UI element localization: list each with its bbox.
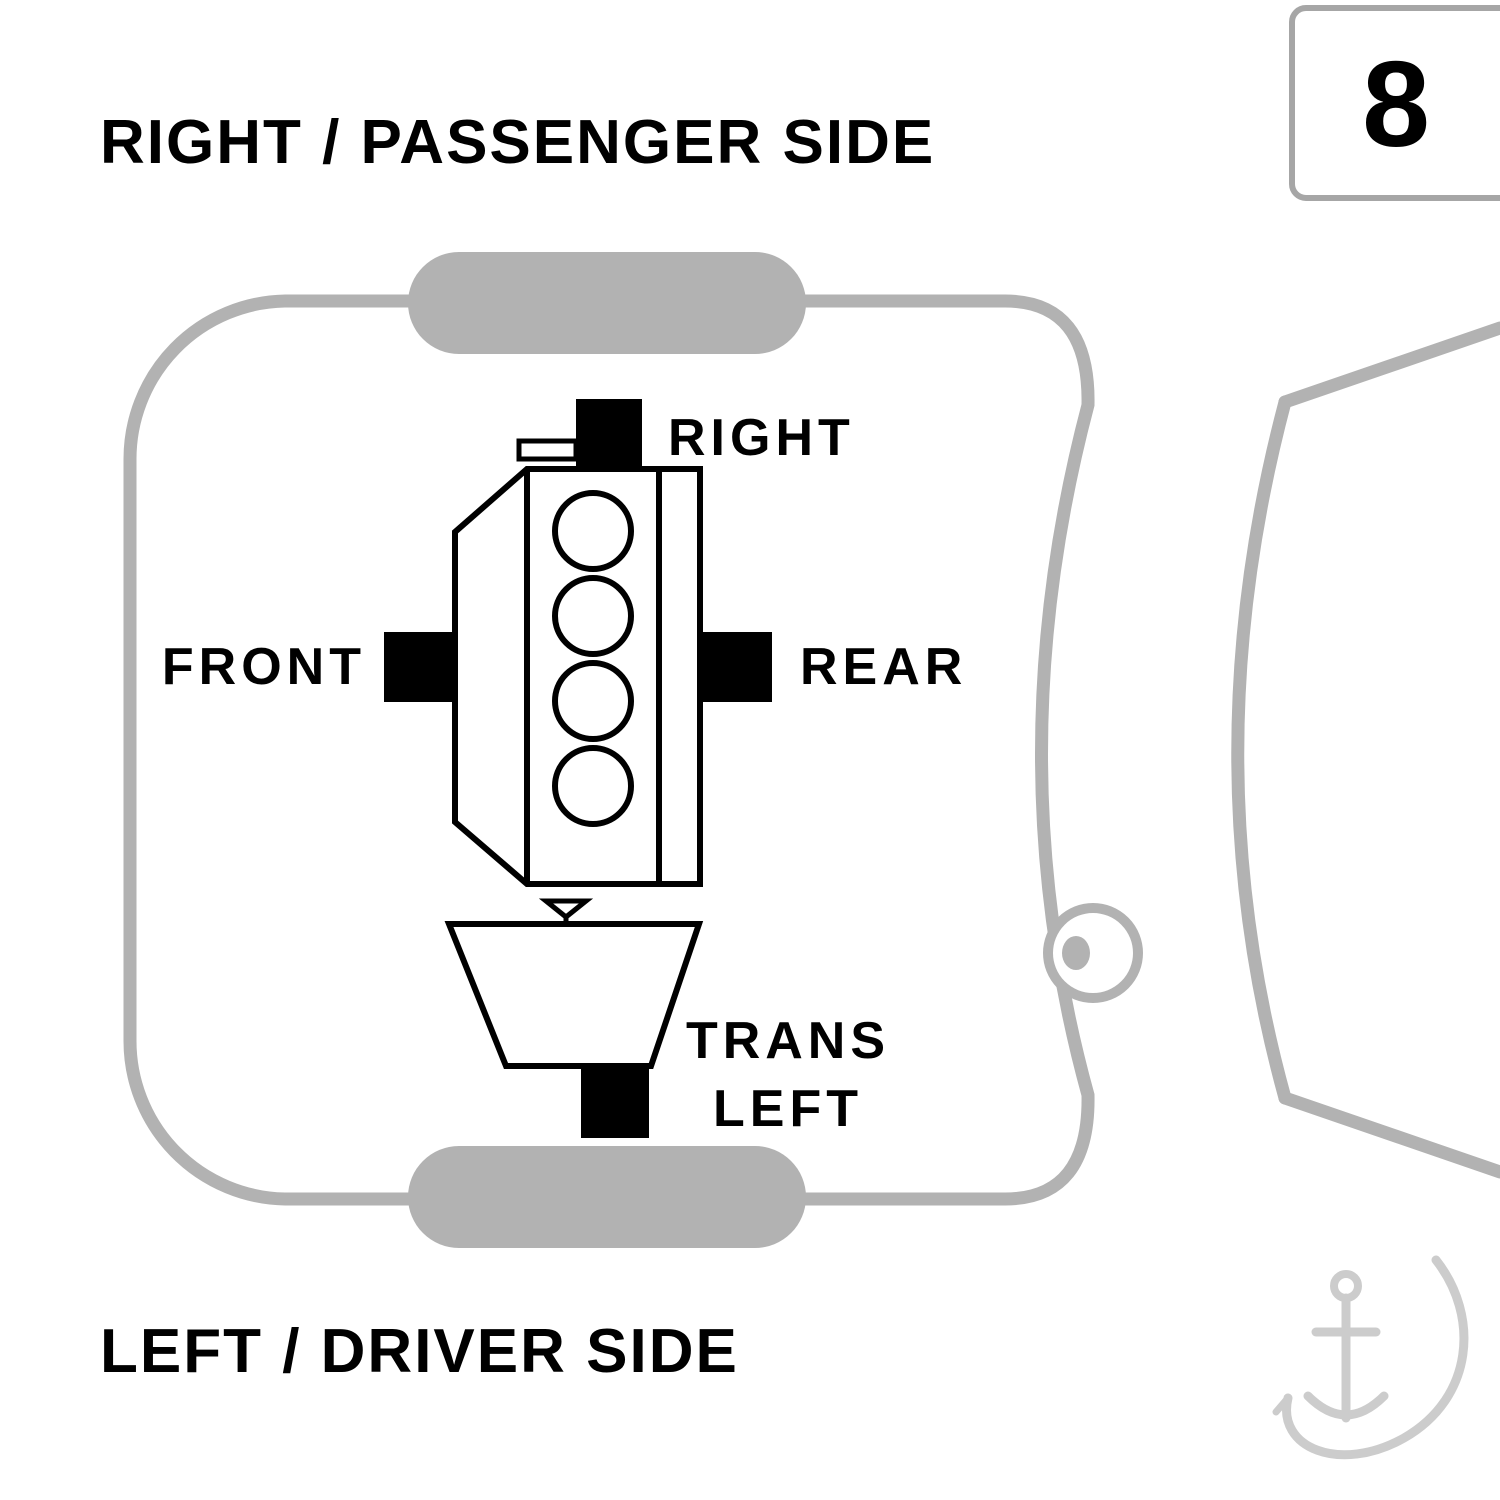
label-trans-mount-line2: LEFT (713, 1080, 863, 1138)
tire-top (408, 252, 806, 354)
page-number-box (1289, 5, 1500, 201)
mount-pads (384, 399, 772, 1138)
cylinder-4 (552, 745, 634, 827)
mount-right (576, 399, 642, 469)
tires (408, 252, 806, 1248)
car-body-outline (123, 294, 1500, 1206)
logo-swoosh-tip (1272, 1394, 1292, 1416)
cylinder-2 (552, 575, 634, 657)
label-trans-mount-line1: TRANS (686, 1012, 890, 1070)
steering-cap-dot (1062, 936, 1090, 970)
page-number: 8 (1362, 36, 1430, 172)
steering-cap-circle (1043, 903, 1143, 1003)
mount-front (384, 632, 454, 702)
cylinder-3 (552, 660, 634, 742)
roof-line-bottom (1278, 1091, 1500, 1179)
mount-rear (702, 632, 772, 702)
transmission-housing (444, 921, 704, 1069)
title-left-driver-side: LEFT / DRIVER SIDE (100, 1317, 739, 1386)
engine-assembly (444, 438, 704, 1069)
cylinder-1 (552, 490, 634, 572)
brand-watermark-logo (1272, 1255, 1469, 1460)
label-front-mount: FRONT (162, 638, 366, 696)
label-right-mount: RIGHT (668, 409, 855, 467)
page-number-badge: 8 (1289, 5, 1500, 201)
car-side-and-cowl-outline (413, 294, 1095, 1206)
anchor-flukes (1303, 1391, 1389, 1420)
title-right-passenger-side: RIGHT / PASSENGER SIDE (100, 108, 935, 177)
mount-bolt (516, 438, 579, 462)
roof-line-top (1278, 321, 1500, 409)
logo-swoosh (1282, 1255, 1469, 1460)
windshield-outline (1231, 395, 1292, 1105)
dipstick-funnel (538, 898, 594, 921)
mount-trans-left (581, 1066, 649, 1138)
tire-bottom (408, 1146, 806, 1248)
label-rear-mount: REAR (800, 638, 967, 696)
car-front-outline (123, 294, 427, 1206)
